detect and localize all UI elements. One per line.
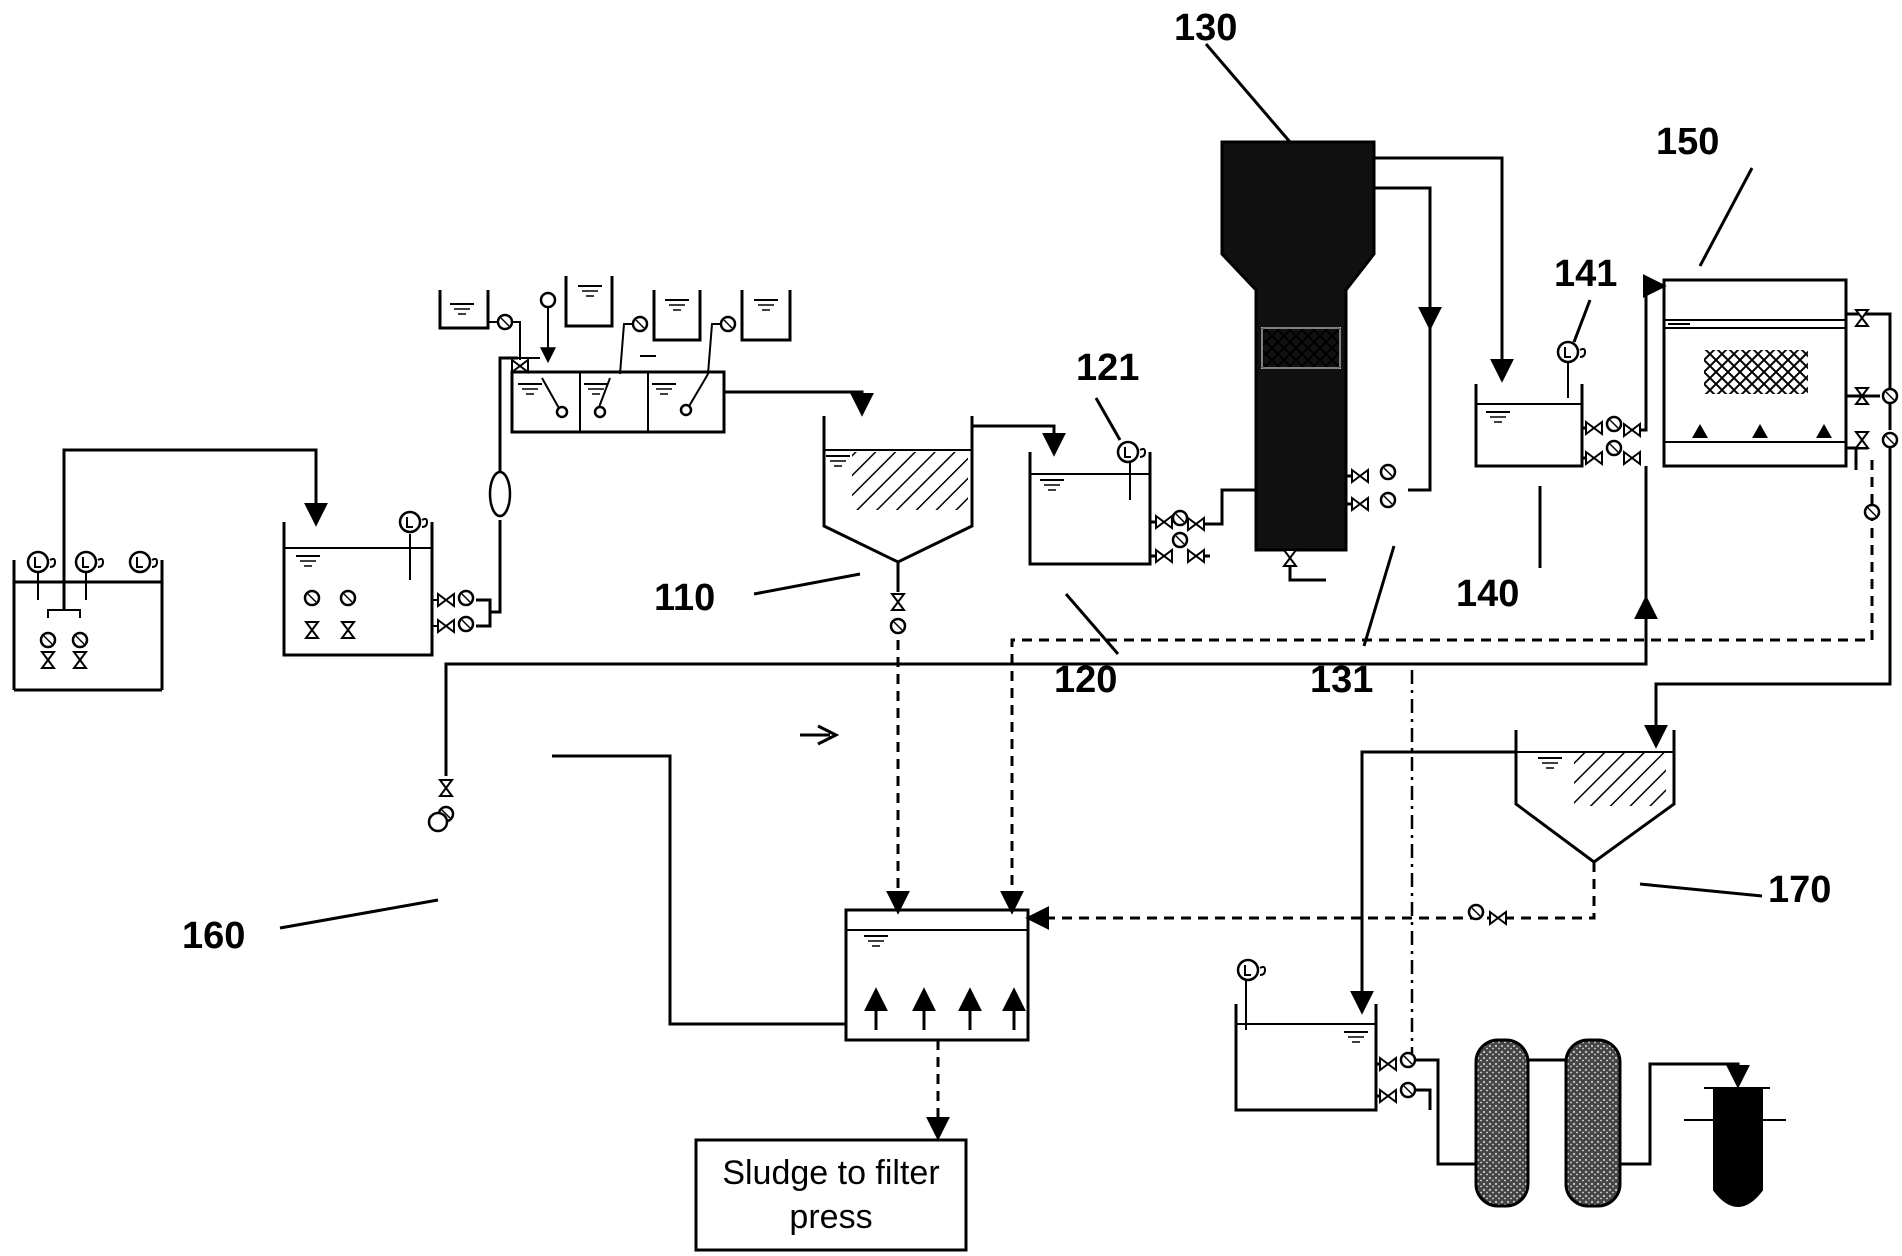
pump-icon: [71, 631, 89, 649]
pump-icon: [339, 589, 357, 607]
level-sensor-icon: [74, 550, 105, 574]
valve-icon: [305, 621, 319, 639]
level-sensor-icon: [128, 550, 159, 574]
level-sensor-icon: [1556, 340, 1587, 364]
pump-icon: [39, 631, 57, 649]
chemical-dosing-tanks: [438, 276, 792, 375]
sludge-box-line1: Sludge to filter: [722, 1154, 939, 1192]
level-sensor-icon: [1116, 440, 1147, 464]
pump-icon: [457, 589, 475, 607]
pump-icon: [889, 617, 907, 635]
feed-tank: [282, 356, 518, 657]
unit-150: [1000, 278, 1899, 915]
valve-icon: [73, 651, 87, 669]
label-130: 130: [1174, 7, 1237, 49]
sludge-box: [694, 1138, 968, 1252]
coagulation-flocculation-tank: [508, 357, 874, 434]
pump-icon: [303, 589, 321, 607]
flow-meter-icon: [488, 470, 512, 518]
return-line-160: [427, 466, 1658, 1026]
label-160: 160: [182, 915, 245, 957]
label-120: 120: [1054, 659, 1117, 701]
clarifier-110: [822, 416, 1066, 915]
clarifier-170: [1025, 730, 1676, 1015]
label-121: 121: [1076, 347, 1139, 389]
pump-icon: [457, 615, 475, 633]
valve-icon: [437, 619, 455, 633]
label-141: 141: [1554, 253, 1617, 295]
media-filter-icon: [1564, 1038, 1622, 1208]
valve-icon: [41, 651, 55, 669]
label-170: 170: [1768, 869, 1831, 911]
valve-icon: [891, 593, 905, 611]
level-sensor-icon: [398, 510, 429, 534]
sludge-thickener-tank: [844, 908, 1030, 1141]
label-150: 150: [1656, 121, 1719, 163]
valve-icon: [437, 593, 455, 607]
sludge-box-line2: press: [789, 1198, 872, 1236]
tank-140: [1474, 274, 1667, 468]
level-sensor-icon: [1236, 958, 1267, 982]
label-140: 140: [1456, 573, 1519, 615]
level-sensor-icon: [26, 550, 57, 574]
product-tank: [1234, 958, 1786, 1208]
label-131: 131: [1310, 659, 1373, 701]
reactor-130: [1220, 140, 1514, 582]
label-110: 110: [654, 577, 715, 619]
valve-icon: [341, 621, 355, 639]
media-filter-icon: [1474, 1038, 1530, 1208]
cartridge-filter-icon: [1713, 1087, 1763, 1207]
tank-120: [1028, 440, 1256, 566]
raw-water-tank: [12, 448, 328, 692]
